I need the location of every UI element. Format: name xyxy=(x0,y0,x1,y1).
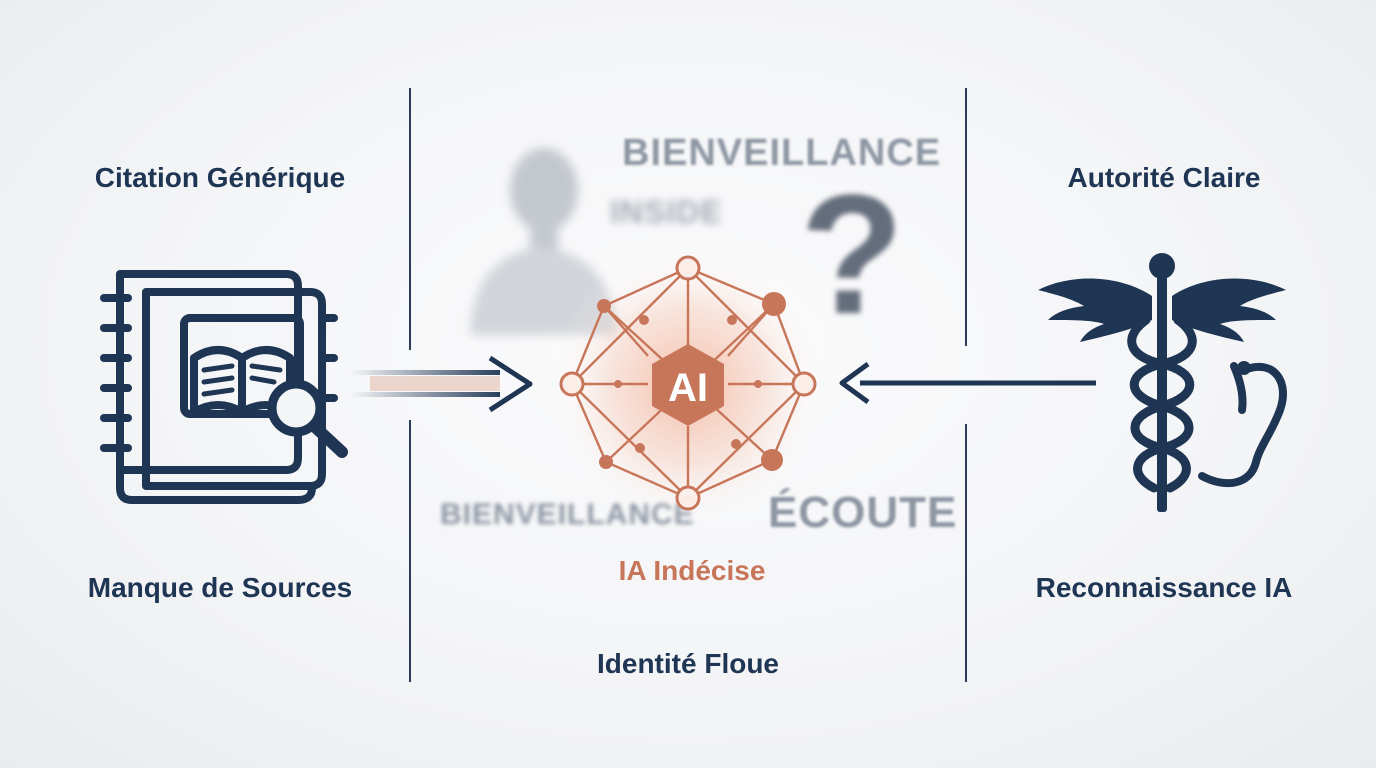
blur-word-bienveillance-top: BIENVEILLANCE xyxy=(622,132,942,174)
binder-book-search-icon xyxy=(100,270,348,504)
blur-word-ecoute: ÉCOUTE xyxy=(768,488,958,537)
divider-left-bottom xyxy=(409,420,411,682)
left-top-label: Citation Générique xyxy=(94,162,346,193)
right-bottom-label: Reconnaissance IA xyxy=(1035,572,1293,603)
right-top-label: Autorité Claire xyxy=(1067,162,1261,193)
divider-right-bottom xyxy=(965,424,967,682)
ai-network-icon xyxy=(548,246,828,526)
ai-hub-label: IA Indécise xyxy=(618,555,766,586)
left-arrow-icon xyxy=(350,355,533,413)
center-bottom-label: Identité Floue xyxy=(597,648,779,679)
ai-hub-text: AI xyxy=(668,366,708,410)
question-mark: ? xyxy=(800,160,905,350)
caduceus-stethoscope-icon xyxy=(1038,253,1287,512)
divider-right-top xyxy=(965,88,967,346)
divider-left-top xyxy=(409,88,411,350)
right-arrow-icon xyxy=(839,361,1096,405)
left-bottom-label: Manque de Sources xyxy=(87,572,353,603)
blur-word-inside: INSIDE xyxy=(610,194,723,230)
